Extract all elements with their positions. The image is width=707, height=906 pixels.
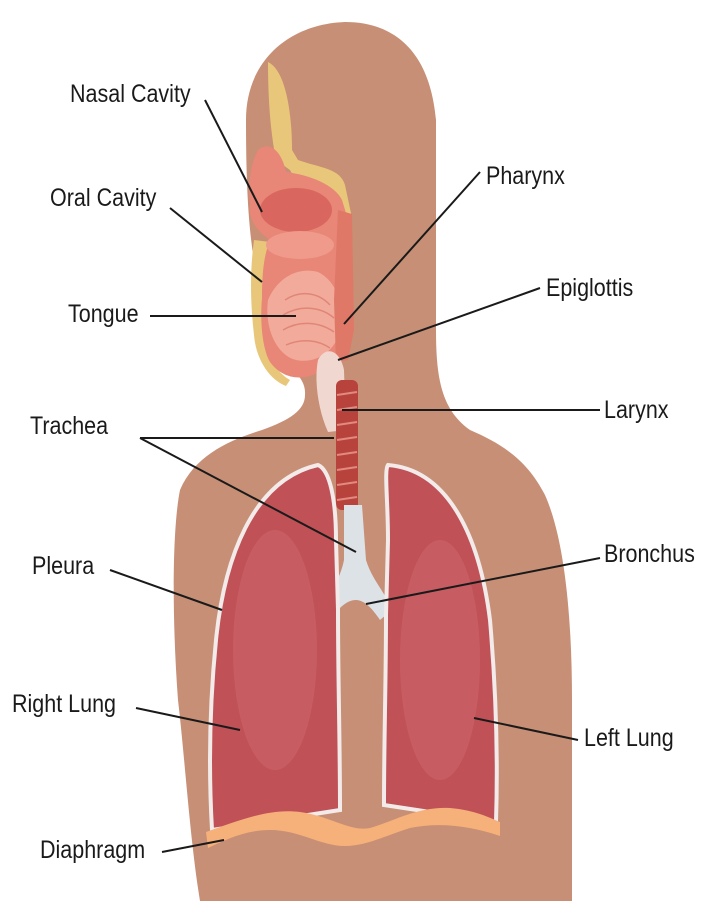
label-diaphragm: Diaphragm [40,838,145,863]
label-oral-cavity: Oral Cavity [50,186,156,211]
label-larynx: Larynx [604,398,669,423]
nasal-concha-lower [266,231,334,259]
label-left-lung: Left Lung [584,726,674,751]
label-pharynx: Pharynx [486,164,565,189]
label-epiglottis: Epiglottis [546,276,633,301]
nasal-concha [260,188,332,232]
left-lung-highlight [400,540,480,780]
label-right-lung: Right Lung [12,692,116,717]
trachea-tube [336,380,358,510]
pharynx-tube [334,210,354,362]
label-bronchus: Bronchus [604,542,695,567]
label-trachea: Trachea [30,414,108,439]
label-tongue: Tongue [68,302,139,327]
label-nasal-cavity: Nasal Cavity [70,82,191,107]
right-lung-highlight [233,530,317,770]
leader-oral-cavity [170,208,262,282]
label-pleura: Pleura [32,554,94,579]
